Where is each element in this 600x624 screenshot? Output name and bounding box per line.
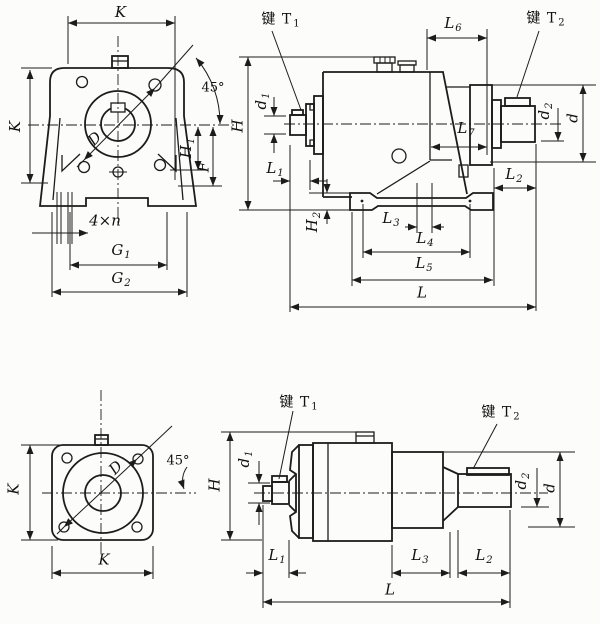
dim-label-l1: L1 bbox=[268, 546, 286, 566]
dim-label-l6: L6 bbox=[444, 14, 462, 34]
bolt-hole bbox=[148, 78, 162, 92]
top-plug bbox=[94, 434, 109, 446]
callout-key-t1: 键 T1 bbox=[261, 11, 301, 30]
dim-label-k-top: K bbox=[114, 3, 127, 21]
dim-label-g1: G1 bbox=[111, 241, 131, 261]
dim-label-l2: L2 bbox=[475, 546, 493, 566]
dim-label-d-small: d bbox=[563, 113, 582, 123]
dim-label-d-small: d bbox=[540, 483, 559, 493]
dim-label-d2: d2 bbox=[512, 472, 532, 490]
dim-label-h1: H1 bbox=[177, 137, 197, 159]
dim-label-d1: d1 bbox=[235, 450, 255, 468]
output-key bbox=[504, 97, 531, 107]
dim-label-4xn: 4×n bbox=[89, 211, 121, 230]
mounting-foot bbox=[349, 192, 494, 211]
dim-label-h: H bbox=[205, 478, 224, 492]
leader-key-t1 bbox=[278, 410, 294, 480]
dim-label-k-bottom: K bbox=[98, 550, 110, 569]
housing-outline bbox=[38, 67, 198, 207]
leader-key-t1 bbox=[271, 30, 302, 111]
view-side-foot-mounted bbox=[239, 29, 596, 312]
dim-label-l5: L5 bbox=[415, 254, 433, 274]
callout-key-t1: 键 T1 bbox=[279, 394, 319, 413]
callout-key-t2: 键 T2 bbox=[526, 10, 566, 29]
dim-label-f: F bbox=[194, 161, 213, 173]
oil-hole bbox=[391, 148, 407, 164]
dim-label-45deg: 45° bbox=[201, 80, 225, 96]
bolt-hole bbox=[77, 160, 91, 174]
leader-key-t2 bbox=[472, 423, 498, 470]
dim-label-h: H bbox=[228, 119, 247, 133]
dim-label-h2: H2 bbox=[303, 211, 323, 233]
housing-body bbox=[323, 71, 468, 195]
bolt-hole bbox=[131, 521, 143, 533]
dim-label-k-left: K bbox=[4, 483, 23, 495]
output-shaft bbox=[457, 473, 512, 508]
top-plug bbox=[111, 55, 129, 69]
dim-label-l4: L4 bbox=[416, 229, 434, 249]
dim-label-g2: G2 bbox=[111, 269, 131, 289]
dim-label-l1: L1 bbox=[266, 159, 284, 179]
flange-plate bbox=[298, 444, 314, 539]
dim-label-l: L bbox=[417, 283, 427, 302]
filler-plug bbox=[399, 64, 415, 73]
top-plug bbox=[355, 431, 375, 444]
dim-label-k-left: K bbox=[6, 120, 24, 133]
input-key bbox=[291, 109, 304, 116]
dim-label-l7: L7 bbox=[457, 119, 475, 139]
dim-label-l3: L3 bbox=[382, 209, 400, 229]
motor-body bbox=[312, 442, 393, 542]
bolt-hole bbox=[132, 453, 144, 465]
view-front-flange-mounted bbox=[21, 390, 196, 579]
dim-label-d2: d2 bbox=[535, 102, 555, 120]
bolt-hole bbox=[153, 158, 167, 172]
view-side-flange-mounted bbox=[221, 410, 575, 608]
dim-label-l2: L2 bbox=[505, 165, 523, 185]
bolt-hole bbox=[61, 452, 73, 464]
callout-key-t2: 键 T2 bbox=[481, 404, 521, 423]
dim-label-45deg: 45° bbox=[166, 453, 190, 469]
flange-outline bbox=[51, 444, 154, 541]
gear-section bbox=[391, 451, 444, 529]
dim-label-l3: L3 bbox=[411, 546, 429, 566]
bell-profile bbox=[289, 444, 300, 539]
dim-label-d1: d1 bbox=[252, 92, 272, 110]
view-front-foot-mounted bbox=[21, 16, 235, 297]
dim-label-l: L bbox=[385, 580, 395, 599]
vent-plug bbox=[376, 62, 393, 73]
bolt-hole bbox=[75, 75, 89, 89]
input-shaft-tip bbox=[262, 485, 273, 502]
leader-key-t2 bbox=[516, 30, 540, 98]
input-shaft bbox=[289, 114, 307, 136]
drain-plug bbox=[458, 164, 469, 178]
output-key bbox=[466, 467, 510, 476]
